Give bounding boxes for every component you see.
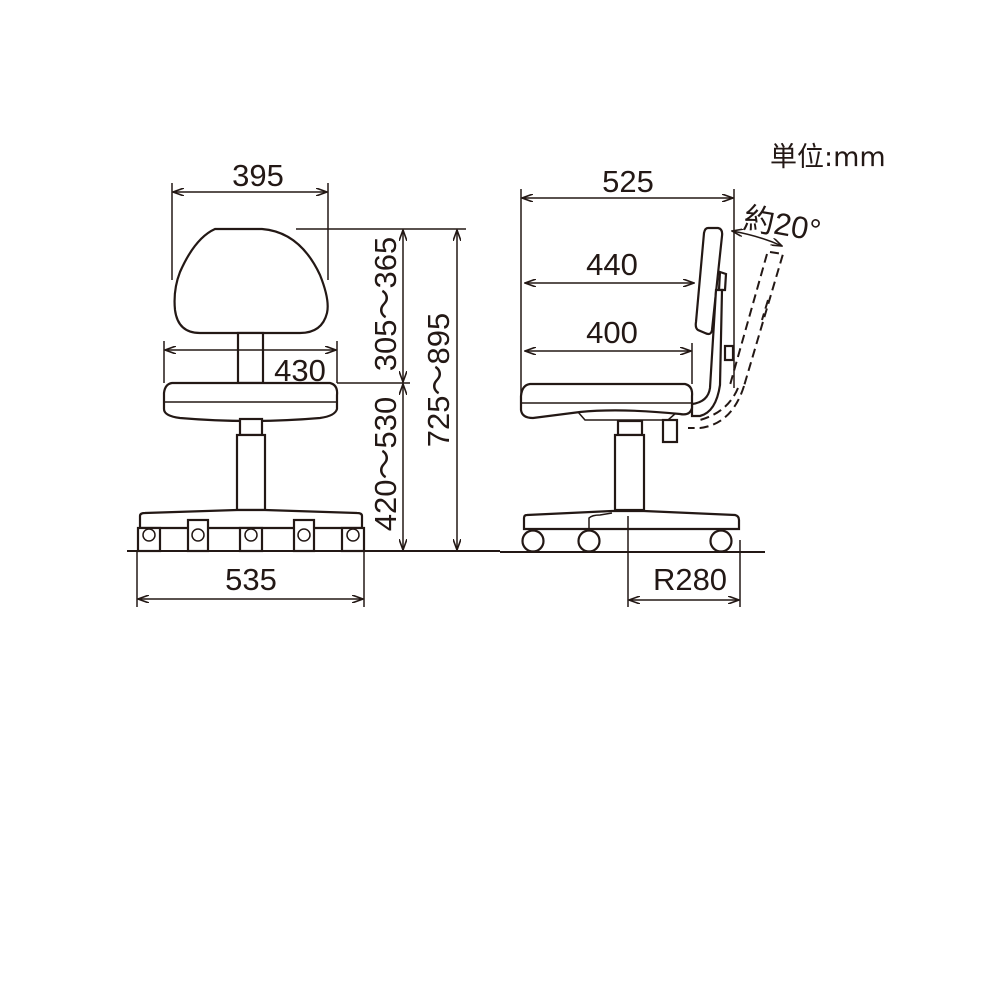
- front-backrest-post: [236, 331, 265, 385]
- recline-angle-arc: [732, 231, 782, 246]
- overall-depth-label: 525: [602, 164, 654, 199]
- base-radius-label: R280: [653, 562, 727, 597]
- base-width-label: 535: [225, 562, 277, 597]
- overall-height-label: 725～895: [421, 313, 456, 447]
- unit-label: 単位:mm: [770, 142, 886, 173]
- front-view: 395 430 535 305～365 420～530 725～895: [127, 158, 500, 607]
- reclined-backrest-outline: [688, 251, 785, 429]
- side-back-support: [690, 288, 724, 418]
- caster-wheel: [577, 529, 601, 553]
- side-collar: [616, 419, 644, 437]
- backrest-width-label: 395: [232, 158, 284, 193]
- side-backrest: [694, 226, 724, 336]
- seat-to-backrest-depth-label: 440: [586, 247, 638, 282]
- caster-wheel: [709, 529, 733, 553]
- caster-wheel: [521, 529, 545, 553]
- seat-depth-label: 400: [586, 315, 638, 350]
- side-gas-column: [613, 433, 646, 512]
- side-base: [522, 509, 741, 531]
- side-knob: [723, 344, 735, 362]
- seat-width-label: 430: [274, 353, 326, 388]
- backrest-height-label: 305～365: [368, 237, 403, 371]
- side-lever: [661, 418, 679, 444]
- seat-height-label: 420～530: [368, 397, 403, 531]
- front-base: [138, 508, 364, 530]
- side-seat: [519, 382, 694, 420]
- front-backrest: [173, 227, 329, 335]
- front-gas-column: [235, 433, 267, 512]
- side-view: 単位:mm 525 440: [500, 142, 886, 607]
- recline-angle-label: 約20°: [741, 200, 824, 248]
- front-collar: [238, 417, 264, 437]
- front-casters: [136, 518, 366, 553]
